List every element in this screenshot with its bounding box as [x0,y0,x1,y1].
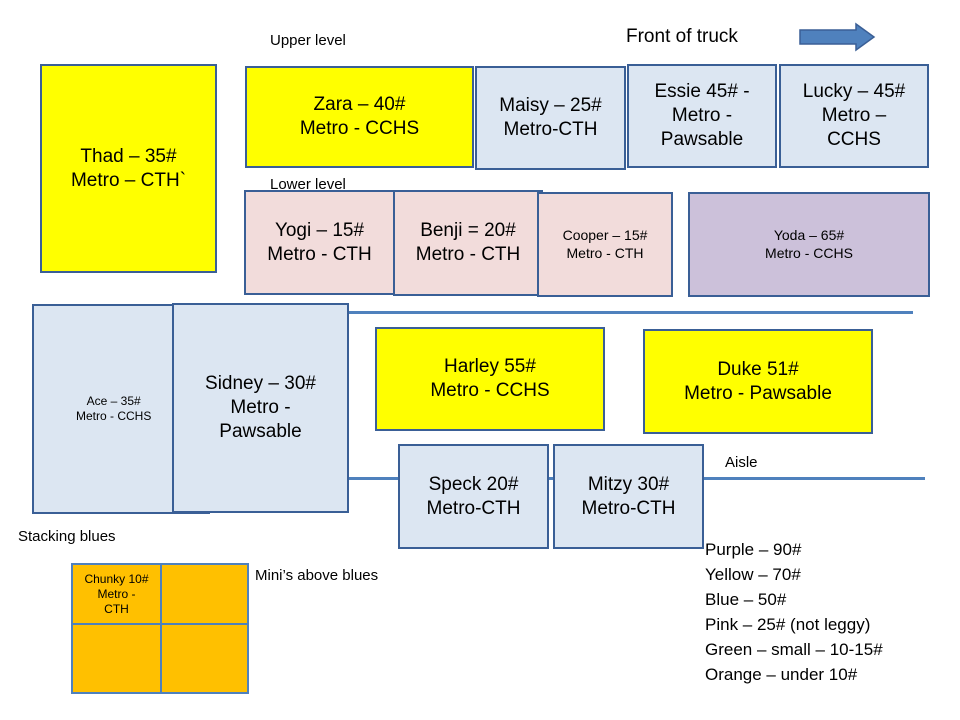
front-of-truck-label: Front of truck [626,26,738,47]
crate-maisy: Maisy – 25# Metro-CTH [475,66,626,170]
crate-sidney: Sidney – 30# Metro - Pawsable [172,303,349,513]
minis-above-blues-label: Mini’s above blues [255,567,379,584]
crate-harley: Harley 55# Metro - CCHS [375,327,605,431]
mini-crate-empty [160,623,249,694]
legend-item: Green – small – 10-15# [705,640,883,659]
legend-item: Yellow – 70# [705,565,801,584]
weight-legend: Purple – 90# Yellow – 70# Blue – 50# Pin… [705,537,883,687]
crate-yogi: Yogi – 15# Metro - CTH [244,190,395,295]
aisle-label: Aisle [725,454,758,471]
legend-item: Blue – 50# [705,590,787,609]
upper-level-label: Upper level [270,32,346,49]
crate-benji: Benji = 20# Metro - CTH [393,190,543,296]
crate-cooper: Cooper – 15# Metro - CTH [537,192,673,297]
right-arrow-icon [799,22,876,52]
lower-level-label: Lower level [270,176,346,193]
mini-crate-empty [160,563,249,625]
legend-item: Purple – 90# [705,540,802,559]
aisle-line-upper [345,311,913,314]
crate-duke: Duke 51# Metro - Pawsable [643,329,873,434]
legend-item: Orange – under 10# [705,665,858,684]
crate-chunky: Chunky 10# Metro - CTH [71,563,162,625]
crate-essie: Essie 45# - Metro - Pawsable [627,64,777,168]
crate-lucky: Lucky – 45# Metro – CCHS [779,64,929,168]
legend-item: Pink – 25# (not leggy) [705,615,871,634]
crate-mitzy: Mitzy 30# Metro-CTH [553,444,704,549]
crate-thad: Thad – 35# Metro – CTH` [40,64,217,273]
mini-crate-empty [71,623,162,694]
crate-speck: Speck 20# Metro-CTH [398,444,549,549]
crate-yoda: Yoda – 65# Metro - CCHS [688,192,930,297]
crate-zara: Zara – 40# Metro - CCHS [245,66,474,168]
stacking-blues-label: Stacking blues [18,528,116,545]
